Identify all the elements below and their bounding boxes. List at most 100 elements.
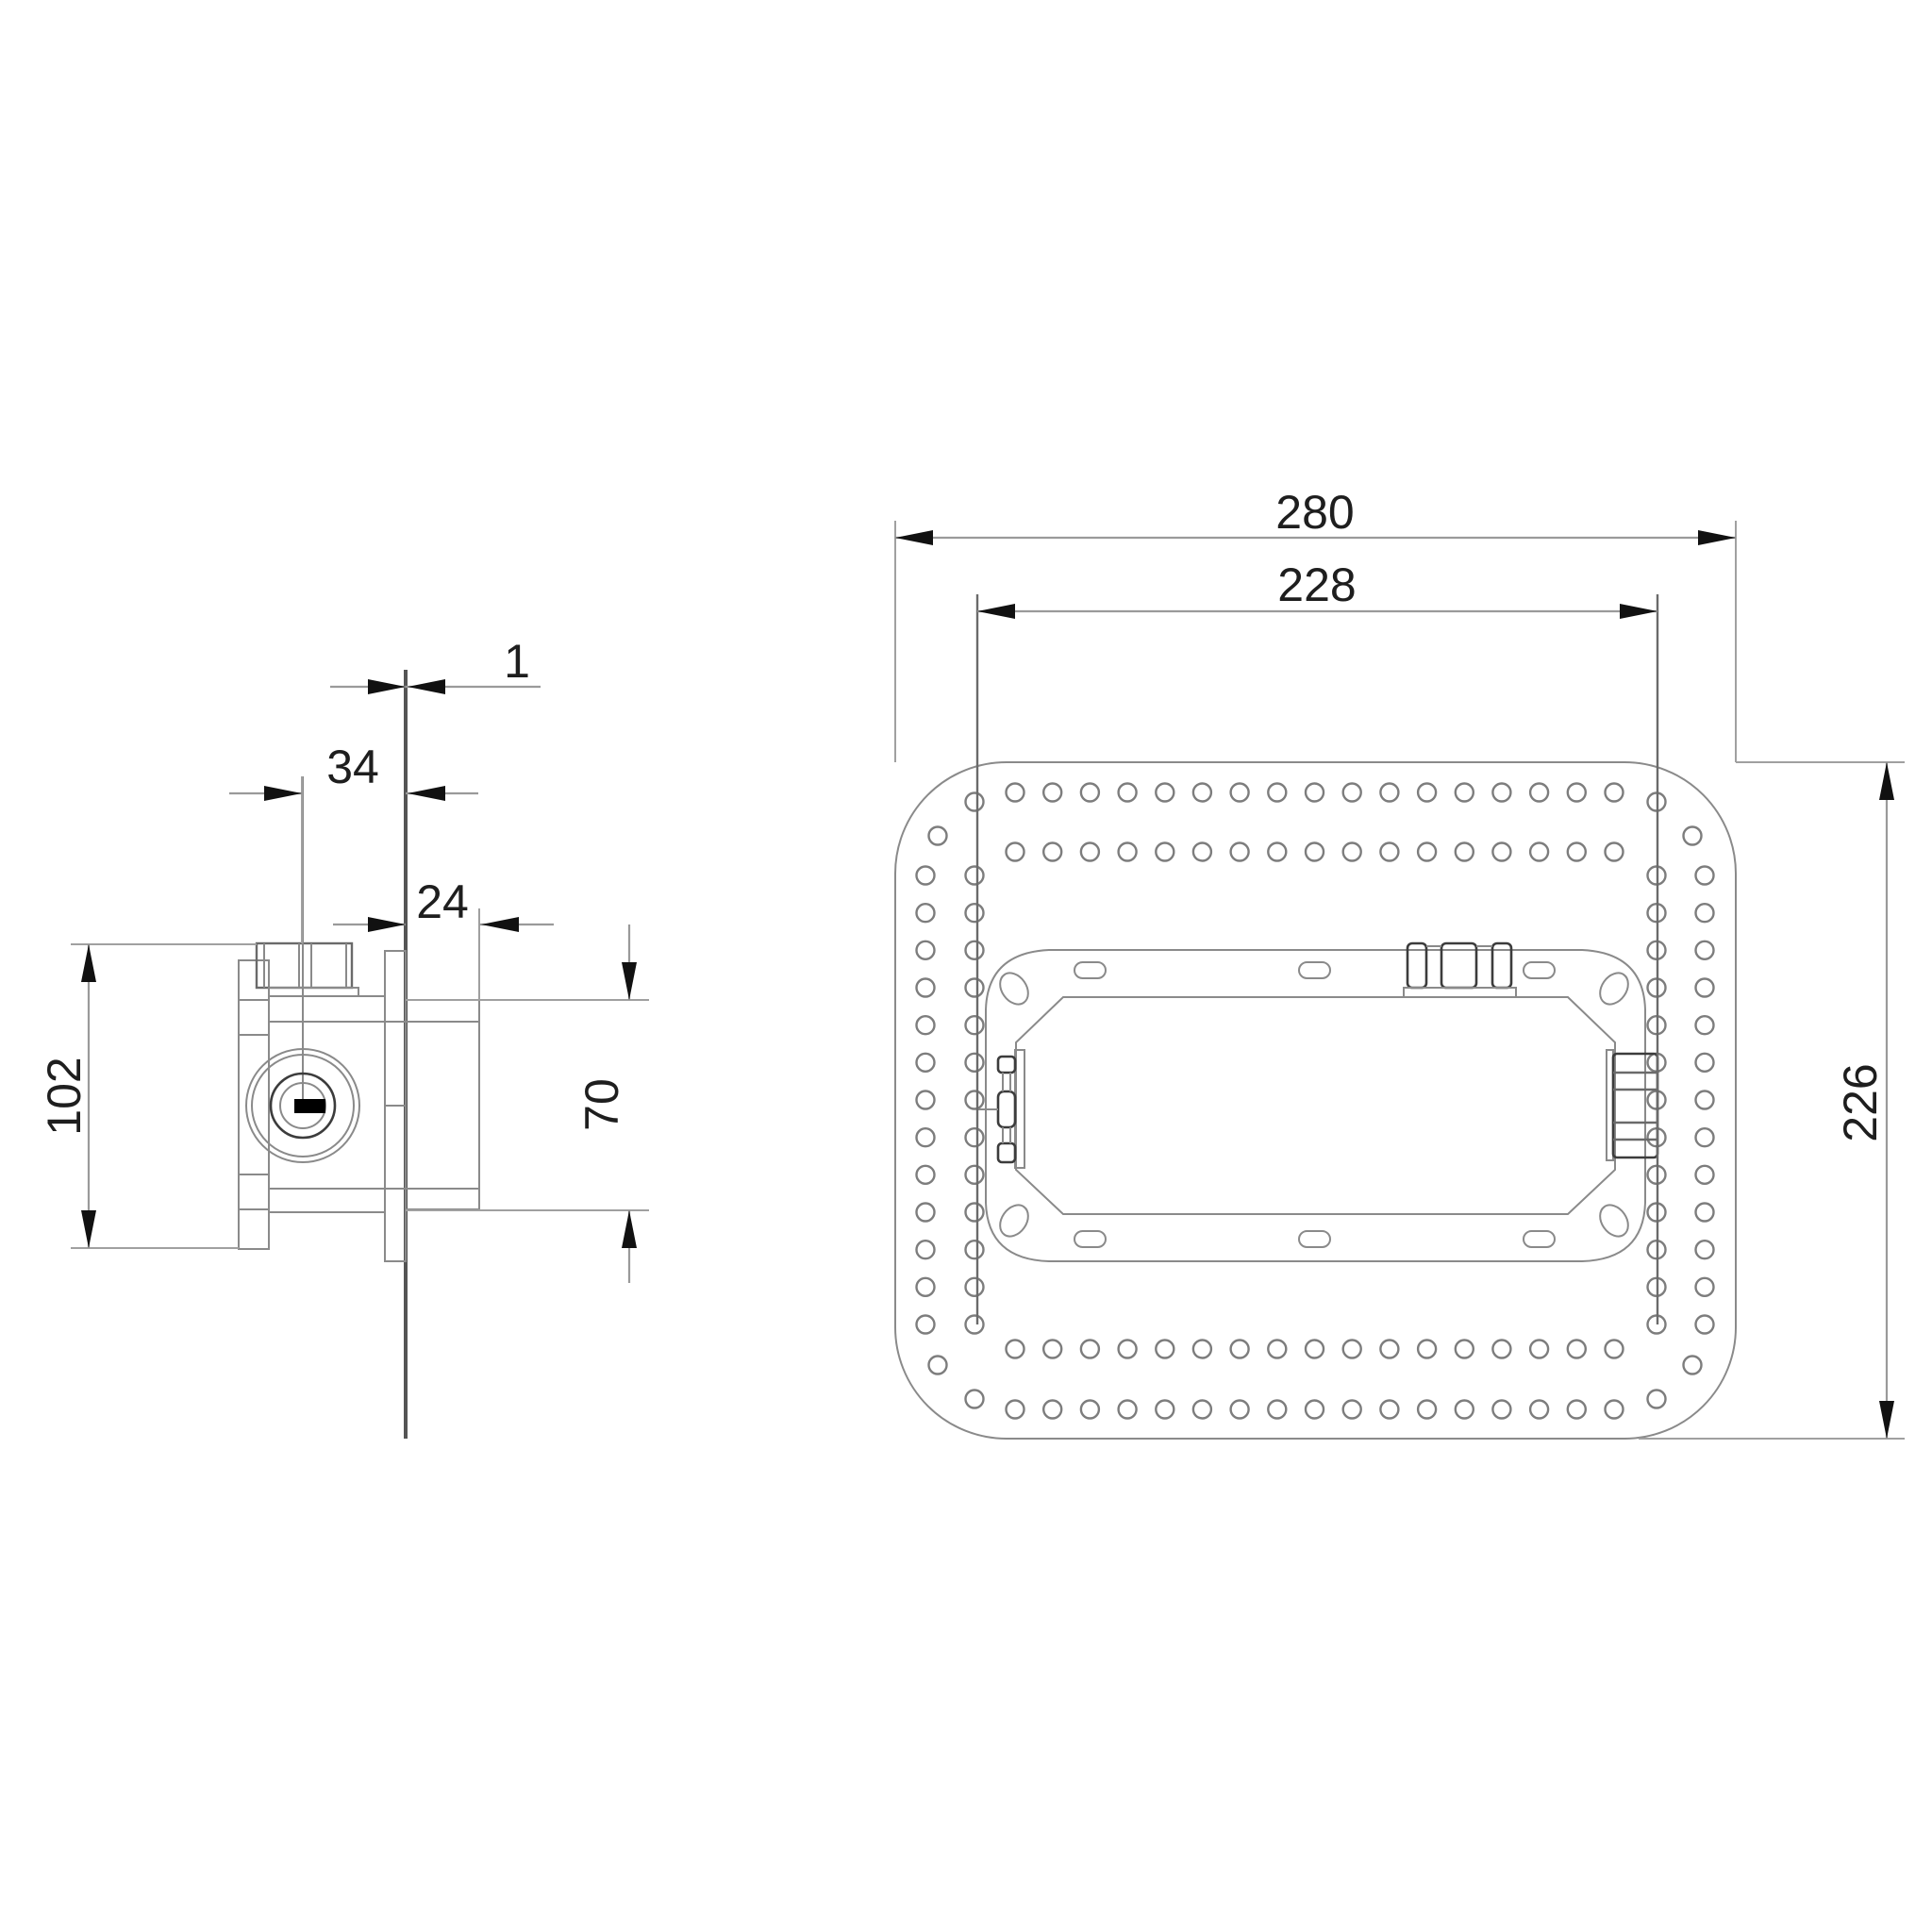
dimension-plate-width: 280 (894, 486, 1737, 762)
perforation-hole (1304, 1399, 1325, 1420)
perforation-hole (1694, 1090, 1715, 1110)
perforation-hole (1682, 1355, 1703, 1375)
perforation-hole (1341, 782, 1362, 803)
perforation-hole (1379, 841, 1400, 862)
perforation-hole (927, 1355, 948, 1375)
perforation-hole (964, 1090, 985, 1110)
perforation-hole (1528, 1339, 1550, 1359)
mounting-plate-outline (894, 761, 1737, 1440)
perforation-hole (1491, 841, 1512, 862)
perforation-hole (964, 1276, 985, 1298)
perforation-hole (1416, 1339, 1438, 1359)
perforation-hole (1155, 782, 1175, 803)
perforation-hole (915, 1314, 936, 1335)
perforation-hole (1379, 782, 1400, 803)
dimension-label-24: 24 (416, 875, 469, 928)
body-inner-frame (1015, 996, 1616, 1215)
perforation-hole (1304, 1339, 1325, 1359)
perforation-hole (927, 825, 948, 846)
dimension-label-102: 102 (38, 1057, 91, 1135)
perforation-hole (1191, 782, 1213, 803)
perforation-hole (1379, 1399, 1400, 1420)
perforation-hole (915, 1052, 936, 1074)
front-view: 280 228 226 (894, 486, 1905, 1440)
perforation-hole (1454, 782, 1475, 803)
perforation-hole (1079, 782, 1101, 803)
perforation-hole (915, 1126, 936, 1148)
perforation-hole (1604, 1339, 1624, 1359)
perforation-hole (1454, 841, 1475, 862)
perforation-hole (1005, 841, 1025, 862)
perforation-hole (1528, 782, 1550, 803)
perforation-hole (1005, 782, 1025, 803)
dimension-body-width: 228 (975, 558, 1659, 1324)
perforation-hole (1694, 903, 1715, 924)
perforation-hole (1694, 1014, 1715, 1036)
perforation-hole (964, 1164, 985, 1186)
perforation-hole (964, 791, 985, 812)
perforation-hole (1491, 1339, 1512, 1359)
perforation-hole (1041, 782, 1063, 803)
perforation-hole (1191, 1399, 1213, 1420)
perforation-hole (964, 1202, 985, 1223)
perforation-hole (1341, 1339, 1362, 1359)
perforation-hole (1155, 1399, 1175, 1420)
perforation-hole (1267, 841, 1288, 862)
perforation-hole (964, 1052, 985, 1074)
perforation-hole (1604, 1399, 1624, 1420)
mixer-body (985, 949, 1646, 1262)
top-nut-side (255, 941, 359, 997)
perforation-hole (1379, 1339, 1400, 1359)
perforation-hole (1416, 782, 1438, 803)
dimension-label-34: 34 (326, 741, 379, 793)
dimension-label-1: 1 (504, 635, 530, 688)
perforation-hole (915, 977, 936, 998)
perforation-hole (964, 977, 985, 998)
perforation-hole (1694, 1164, 1715, 1186)
perforation-hole (964, 1389, 985, 1409)
dimension-label-280: 280 (1275, 486, 1354, 539)
perforation-hole (1229, 782, 1250, 803)
perforation-hole (1604, 841, 1624, 862)
front-body (405, 999, 480, 1210)
perforation-hole (1304, 841, 1325, 862)
dimension-label-228: 228 (1277, 558, 1356, 611)
cartridge-outlet (245, 1048, 360, 1163)
perforation-hole (1566, 841, 1588, 862)
perforation-hole (964, 1014, 985, 1036)
perforation-hole (1491, 1399, 1512, 1420)
perforation-hole (1694, 940, 1715, 960)
perforation-hole (1005, 1399, 1025, 1420)
perforation-hole (1604, 782, 1624, 803)
perforation-hole (1155, 841, 1175, 862)
perforation-holes (915, 782, 1715, 1420)
perforation-hole (1682, 825, 1703, 846)
perforation-hole (1267, 1399, 1288, 1420)
perforation-hole (1117, 1399, 1138, 1420)
dimension-label-70: 70 (575, 1078, 628, 1131)
perforation-hole (1341, 1399, 1362, 1420)
perforation-hole (1041, 841, 1063, 862)
perforation-hole (1694, 1239, 1715, 1260)
perforation-hole (915, 903, 936, 924)
perforation-hole (964, 865, 985, 886)
perforation-hole (964, 903, 985, 924)
perforation-hole (1454, 1399, 1475, 1420)
perforation-hole (1694, 977, 1715, 998)
perforation-hole (964, 1314, 985, 1335)
perforation-hole (1528, 841, 1550, 862)
perforation-hole (1117, 1339, 1138, 1359)
left-bracket (238, 959, 270, 1250)
perforation-hole (1304, 782, 1325, 803)
perforation-hole (1041, 1399, 1063, 1420)
dimension-plate-thickness: 1 (330, 635, 541, 694)
perforation-hole (1267, 782, 1288, 803)
perforation-hole (1491, 782, 1512, 803)
perforation-hole (1694, 865, 1715, 886)
perforation-hole (1566, 1399, 1588, 1420)
perforation-hole (915, 865, 936, 886)
perforation-hole (1694, 1276, 1715, 1298)
perforation-hole (1267, 1339, 1288, 1359)
perforation-hole (1566, 1339, 1588, 1359)
